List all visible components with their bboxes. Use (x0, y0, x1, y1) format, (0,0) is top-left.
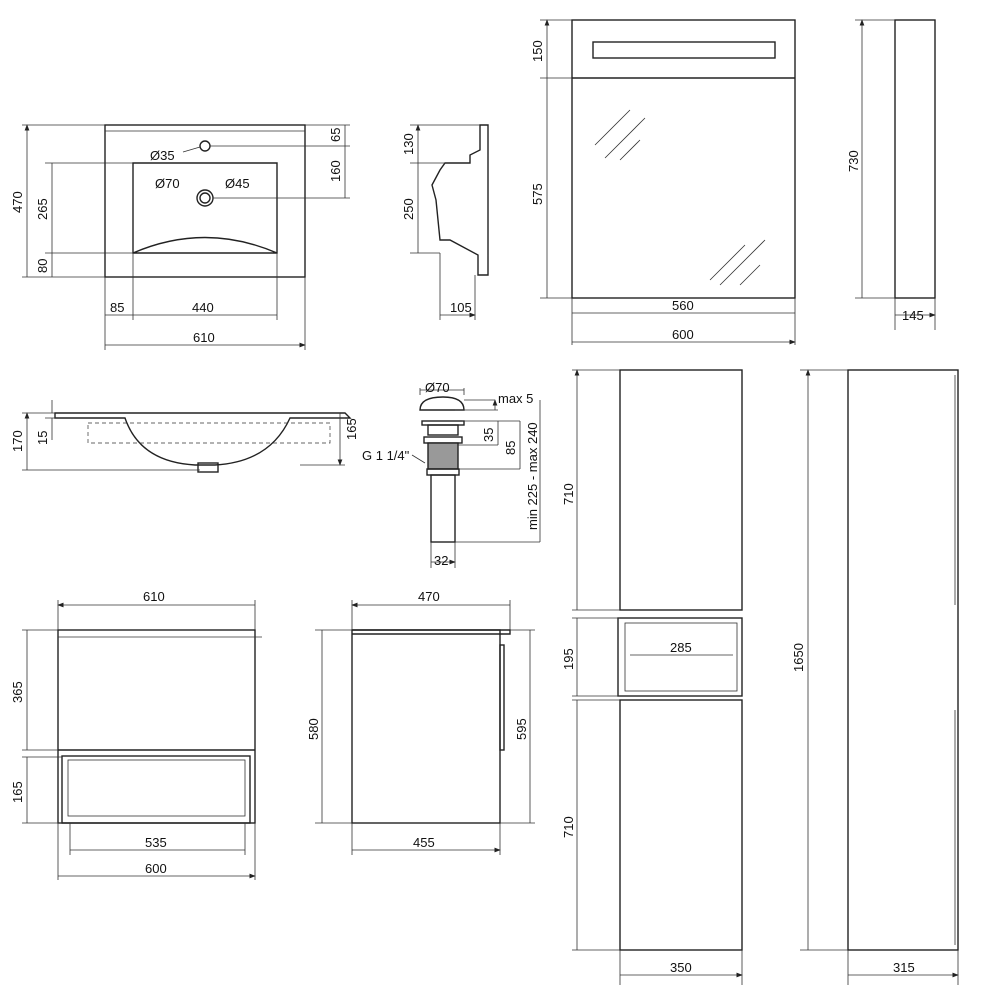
dim-165-shelf: 165 (10, 781, 25, 803)
dim-595: 595 (514, 718, 529, 740)
dim-600-vanity: 600 (145, 861, 167, 876)
sink-front-view: 170 15 165 (10, 400, 359, 473)
vanity-front-view: 610 365 165 535 600 (10, 589, 262, 880)
sink-side-view: 130 250 105 (401, 125, 489, 320)
dim-575: 575 (530, 183, 545, 205)
dim-470-side: 470 (418, 589, 440, 604)
dim-365: 365 (10, 681, 25, 703)
dim-250: 250 (401, 198, 416, 220)
drain-fitting: Ø70 max 5 35 85 min 225 - max 240 G 1 1/… (362, 380, 541, 568)
dim-315: 315 (893, 960, 915, 975)
dim-drain-total: min 225 - max 240 (525, 422, 540, 530)
dim-150: 150 (530, 40, 545, 62)
dim-455: 455 (413, 835, 435, 850)
label-drain-outer: Ø70 (155, 176, 180, 191)
dim-610-vanity: 610 (143, 589, 165, 604)
dim-710-lower: 710 (561, 816, 576, 838)
dim-65: 65 (328, 128, 343, 142)
dim-80: 80 (35, 259, 50, 273)
dim-145: 145 (902, 308, 924, 323)
dim-105: 105 (450, 300, 472, 315)
dim-440: 440 (192, 300, 214, 315)
dim-170: 170 (10, 430, 25, 452)
dim-265: 265 (35, 198, 50, 220)
label-drain-inner: Ø45 (225, 176, 250, 191)
dim-85-drain: 85 (503, 441, 518, 455)
dim-600: 600 (672, 327, 694, 342)
dim-610: 610 (193, 330, 215, 345)
dim-32: 32 (434, 553, 448, 568)
label-tap-hole: Ø35 (150, 148, 175, 163)
dim-535: 535 (145, 835, 167, 850)
dim-130: 130 (401, 133, 416, 155)
dim-85: 85 (110, 300, 124, 315)
tall-cabinet-side: 1650 315 (791, 370, 958, 985)
tall-cabinet-front: 710 195 285 710 350 (561, 370, 742, 985)
dim-160: 160 (328, 160, 343, 182)
label-thread: G 1 1/4" (362, 448, 410, 463)
dim-580: 580 (306, 718, 321, 740)
dim-35: 35 (481, 428, 496, 442)
vanity-side-view: 470 580 595 455 (306, 589, 535, 855)
dim-730: 730 (846, 150, 861, 172)
dim-195: 195 (561, 648, 576, 670)
dim-1650: 1650 (791, 643, 806, 672)
dim-285: 285 (670, 640, 692, 655)
dim-350: 350 (670, 960, 692, 975)
dim-560: 560 (672, 298, 694, 313)
dim-15: 15 (35, 431, 50, 445)
dim-max5: max 5 (498, 391, 533, 406)
dim-drain-diameter: Ø70 (425, 380, 450, 395)
mirror-cabinet-front: 150 575 560 600 (530, 20, 795, 345)
sink-top-view: 470 265 80 65 160 Ø35 Ø70 Ø45 85 440 610 (10, 125, 350, 350)
dim-710-upper: 710 (561, 483, 576, 505)
dim-165: 165 (344, 418, 359, 440)
dim-470: 470 (10, 191, 25, 213)
mirror-cabinet-side: 730 145 (846, 20, 935, 330)
